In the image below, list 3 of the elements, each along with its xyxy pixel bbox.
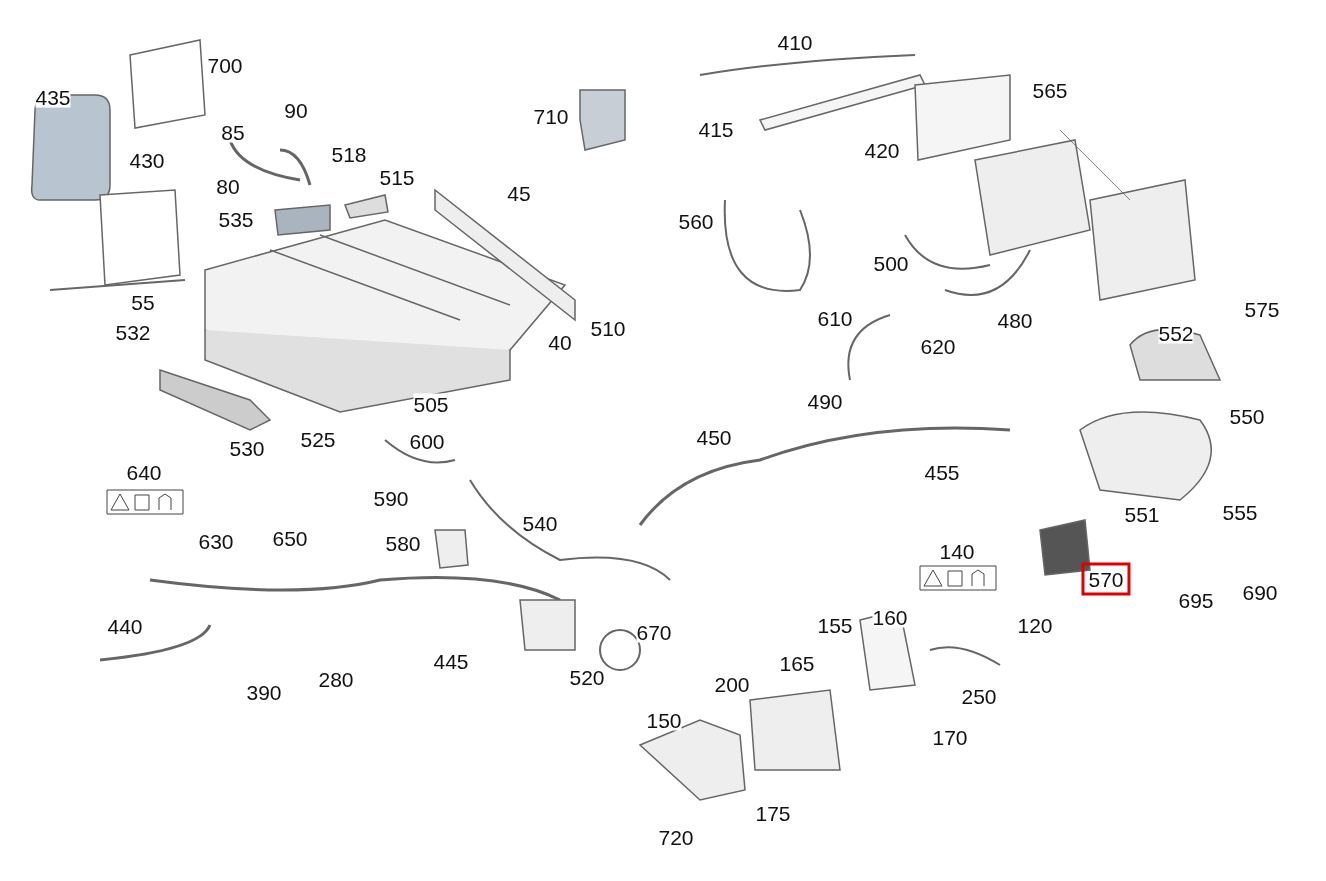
highlighted-callout: 570 (1081, 562, 1131, 596)
callout-number: 505 (413, 393, 449, 415)
callout-number: 160 (872, 606, 908, 628)
